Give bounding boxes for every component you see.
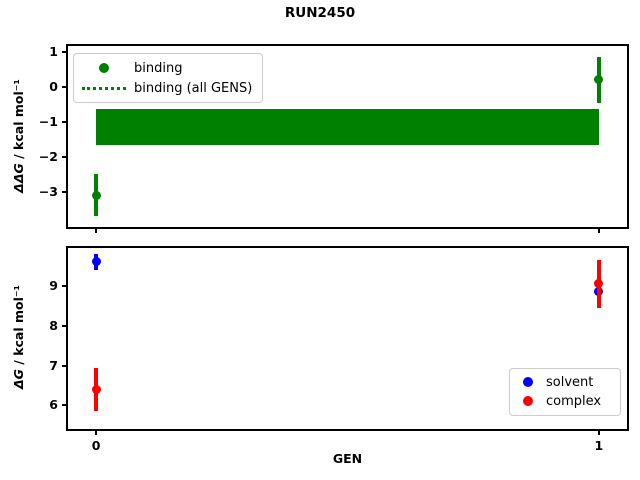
legend-entry-solvent: solvent xyxy=(518,373,610,392)
bottom-legend: solvent complex xyxy=(509,367,621,416)
blue-dot-icon xyxy=(523,377,533,387)
x-tick-label: 1 xyxy=(594,437,604,453)
x-tick-label: 0 xyxy=(91,437,101,453)
legend-label: binding xyxy=(134,60,183,76)
binding-marker-icon xyxy=(82,63,126,73)
binding-all-gens-line-icon xyxy=(82,86,126,90)
solvent-marker-icon xyxy=(518,377,538,387)
y-tick-label: 8 xyxy=(49,317,58,333)
y-tick-label: 1 xyxy=(49,43,58,59)
figure-title: RUN2450 xyxy=(284,5,356,21)
legend-entry-complex: complex xyxy=(518,392,610,411)
y-tick-mark xyxy=(62,120,66,123)
y-tick-label: −1 xyxy=(38,113,58,129)
y-tick-label: −3 xyxy=(38,183,58,199)
x-tick-mark xyxy=(95,229,98,233)
x-tick-mark xyxy=(597,430,600,435)
y-tick-label: 6 xyxy=(49,397,58,413)
y-tick-label: 0 xyxy=(49,78,58,94)
complex-data-point xyxy=(91,384,101,394)
y-tick-mark xyxy=(62,85,66,88)
y-tick-label: 9 xyxy=(49,277,58,293)
top-legend: binding binding (all GENS) xyxy=(73,53,263,103)
y-tick-mark xyxy=(62,284,66,287)
bottom-axes-plot-area: solvent complex 9 8 7 6 0 1 xyxy=(49,245,629,453)
y-tick-mark xyxy=(62,324,66,327)
red-dot-icon xyxy=(523,396,533,406)
x-tick-mark xyxy=(95,430,98,435)
y-tick-mark xyxy=(62,190,66,193)
green-dotted-line-icon xyxy=(82,86,126,90)
bottom-y-axis-label: ΔG / kcal mol⁻¹ xyxy=(10,217,28,457)
legend-label: binding (all GENS) xyxy=(134,80,253,96)
complex-marker-icon xyxy=(518,396,538,406)
y-tick-mark xyxy=(62,155,66,158)
legend-entry-binding-all-gens: binding (all GENS) xyxy=(82,78,252,98)
x-tick-mark xyxy=(597,229,600,233)
binding-data-point xyxy=(594,75,604,85)
y-tick-mark xyxy=(62,404,66,407)
binding-all-gens-band xyxy=(96,109,599,146)
y-tick-mark xyxy=(62,364,66,367)
legend-label: solvent xyxy=(546,374,594,390)
legend-entry-binding: binding xyxy=(82,58,252,78)
legend-label: complex xyxy=(546,393,602,409)
y-tick-mark xyxy=(62,50,66,53)
y-tick-label: −2 xyxy=(38,148,58,164)
solvent-data-point xyxy=(91,257,101,267)
top-axes-plot-area: binding binding (all GENS) 1 0 −1 −2 −3 xyxy=(39,44,629,233)
y-tick-label: 7 xyxy=(49,357,58,373)
complex-data-point xyxy=(594,279,604,289)
green-dot-icon xyxy=(99,63,109,73)
binding-data-point xyxy=(91,190,101,200)
x-axis-label: GEN xyxy=(332,451,363,466)
